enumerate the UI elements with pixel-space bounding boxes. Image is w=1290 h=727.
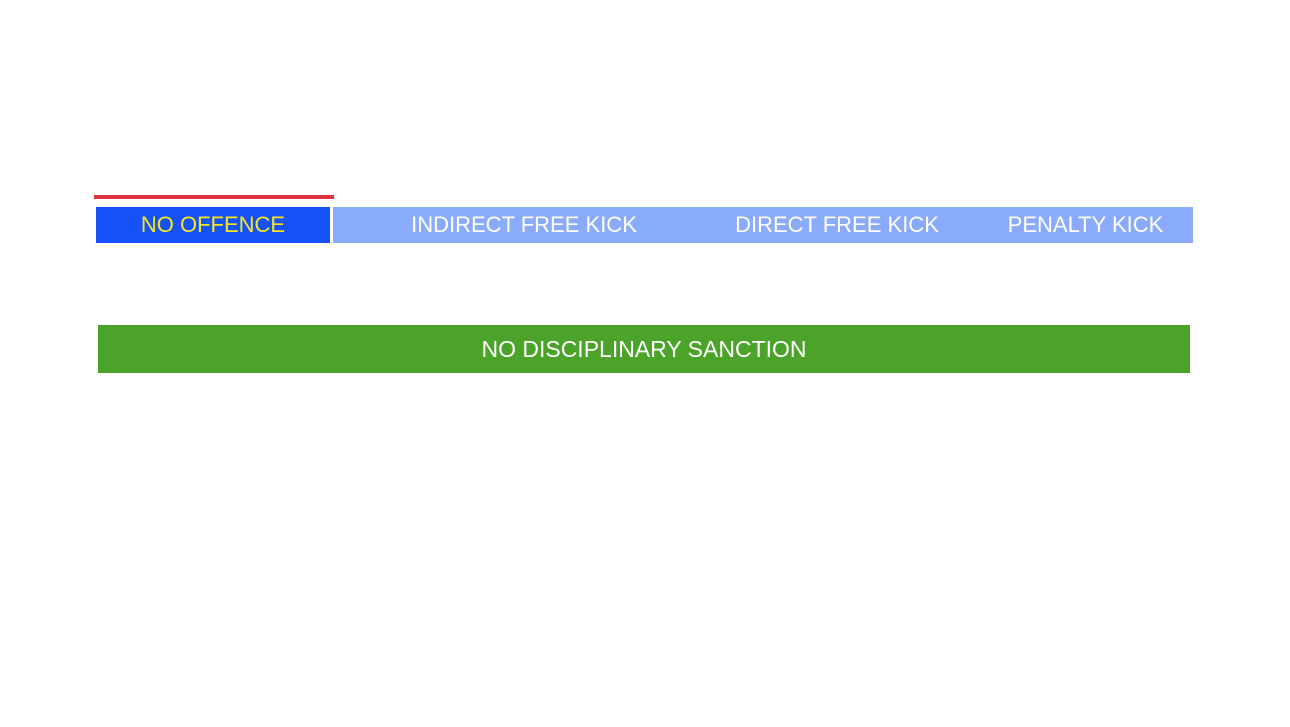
option-divider [330, 207, 333, 243]
option-indirect-free-kick[interactable]: INDIRECT FREE KICK [411, 212, 637, 237]
decision-options-bar: NO OFFENCE INDIRECT FREE KICK DIRECT FRE… [96, 207, 1193, 243]
option-direct-free-kick[interactable]: DIRECT FREE KICK [735, 212, 939, 237]
selection-indicator [94, 195, 334, 199]
option-penalty-kick[interactable]: PENALTY KICK [1007, 212, 1164, 237]
option-no-offence[interactable]: NO OFFENCE [96, 207, 330, 243]
sanction-no-disciplinary-button[interactable]: NO DISCIPLINARY SANCTION [98, 325, 1190, 373]
